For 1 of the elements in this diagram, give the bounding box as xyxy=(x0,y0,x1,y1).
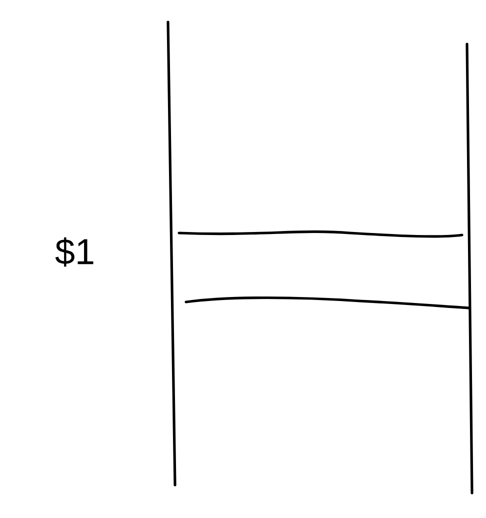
price-label: $1 xyxy=(55,237,94,267)
